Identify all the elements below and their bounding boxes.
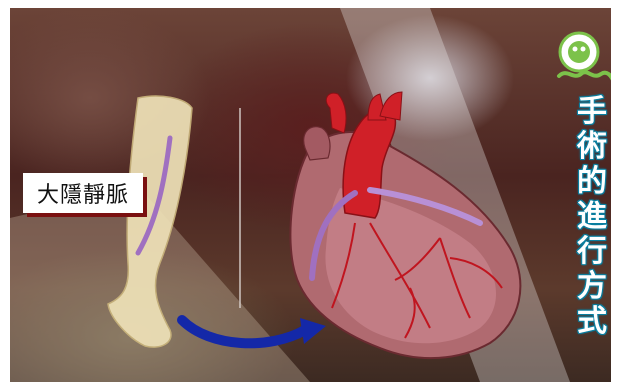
title-char: 進 bbox=[577, 199, 607, 234]
video-frame: 大隱靜脈 手 術 的 進 行 方 式 bbox=[10, 8, 611, 382]
vertical-title: 手 術 的 進 行 方 式 bbox=[570, 94, 611, 304]
title-char: 式 bbox=[577, 304, 607, 339]
title-char: 的 bbox=[577, 164, 607, 199]
title-char: 術 bbox=[577, 129, 607, 164]
green-cartoon-mascot-icon bbox=[555, 30, 611, 88]
title-char: 行 bbox=[577, 234, 607, 269]
vein-label-box: 大隱靜脈 bbox=[23, 173, 143, 213]
vein-label: 大隱靜脈 bbox=[37, 177, 129, 209]
title-char: 方 bbox=[577, 269, 607, 304]
title-char: 手 bbox=[577, 94, 607, 129]
